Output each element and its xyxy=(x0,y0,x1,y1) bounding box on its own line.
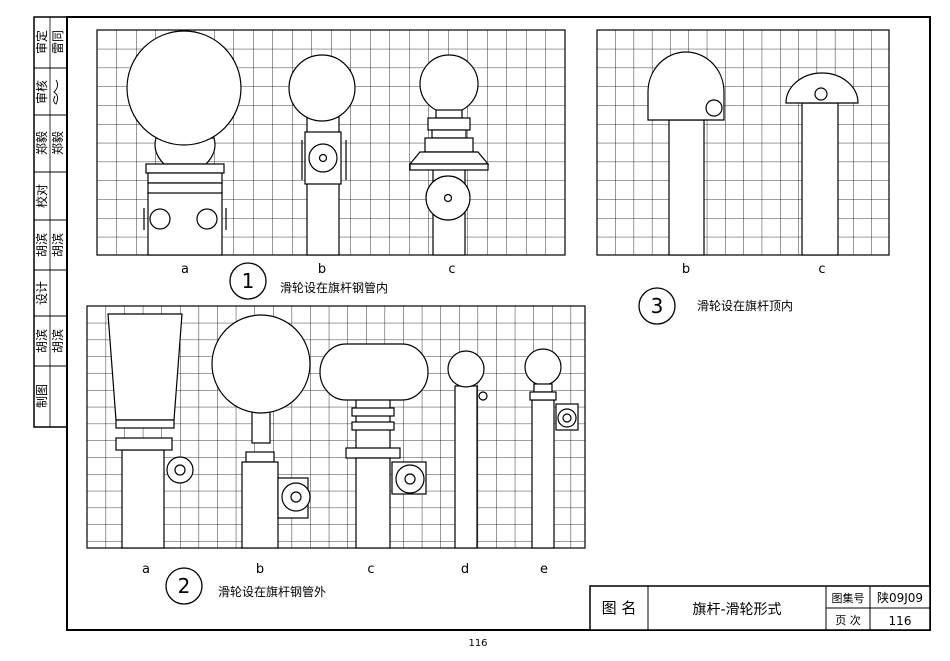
sidebar-role-6: 设计 xyxy=(35,281,49,305)
finial-3c xyxy=(785,72,859,256)
finial-2b xyxy=(211,314,311,549)
atlas-number: 陕09J09 xyxy=(877,590,923,605)
label-2c: c xyxy=(367,562,374,577)
finial-2d xyxy=(447,350,488,549)
group-number-2: 2 xyxy=(178,574,191,598)
group-caption-1: 滑轮设在旗杆钢管内 xyxy=(280,280,388,295)
drawing-title: 旗杆-滑轮形式 xyxy=(692,601,781,618)
group-number-1: 1 xyxy=(242,269,255,293)
sidebar-role-8: 制图 xyxy=(35,384,49,408)
figure-group-2: a b c d e 2 滑轮设在旗杆钢管外 xyxy=(86,305,586,605)
sidebar-role-2: 审核 xyxy=(34,80,49,104)
label-1c: c xyxy=(448,262,455,277)
sidebar-role-7: 胡滨 xyxy=(34,329,49,353)
label-2a: a xyxy=(142,562,150,577)
label-1a: a xyxy=(181,262,189,277)
finial-2a xyxy=(107,313,194,549)
page-label: 页 次 xyxy=(835,613,861,627)
group-number-circle-2 xyxy=(165,567,203,605)
label-3b: b xyxy=(682,262,690,277)
sidebar-role-4: 校对 xyxy=(34,184,49,208)
label-2b: b xyxy=(256,562,264,577)
figure-group-3: b c 3 滑轮设在旗杆顶内 xyxy=(596,29,890,325)
group-number-circle-1 xyxy=(229,262,267,300)
group-caption-2: 滑轮设在旗杆钢管外 xyxy=(218,584,326,599)
sidebar-name-3: 郑毅 xyxy=(50,131,65,155)
sidebar-role-3: 郑毅 xyxy=(34,131,49,155)
sidebar-name-7: 胡滨 xyxy=(50,329,65,353)
signature-1 xyxy=(53,79,59,105)
group-number-circle-3 xyxy=(638,287,676,325)
footer-page-number: 116 xyxy=(468,638,487,649)
figure-group-1: a b c 1 滑轮设在旗杆钢管内 xyxy=(96,29,566,300)
sidebar-role-1: 审定 xyxy=(34,30,49,54)
sidebar-name-5: 胡滨 xyxy=(50,233,65,257)
finial-2c xyxy=(319,343,429,549)
title-label-name: 图 名 xyxy=(602,599,637,617)
page-number: 116 xyxy=(889,614,912,628)
finial-2e xyxy=(524,348,579,549)
sidebar-role-5: 胡滨 xyxy=(34,233,49,257)
finial-1a xyxy=(126,30,242,256)
label-1b: b xyxy=(318,262,326,277)
sidebar-name-1: 雷同 xyxy=(51,30,65,54)
title-block: 图 名 旗杆-滑轮形式 图集号 陕09J09 页 次 116 xyxy=(589,585,931,631)
group-number-3: 3 xyxy=(651,294,664,318)
label-2e: e xyxy=(540,562,548,577)
approval-sidebar: 审定 雷同 审核 郑毅 郑毅 校对 胡滨 胡滨 设计 胡滨 胡滨 制图 xyxy=(33,16,68,428)
atlas-label: 图集号 xyxy=(832,591,865,605)
label-2d: d xyxy=(461,562,469,577)
finial-3b xyxy=(647,51,725,256)
group-caption-3: 滑轮设在旗杆顶内 xyxy=(697,298,793,313)
grid-panel-3 xyxy=(596,29,890,256)
finial-1c xyxy=(408,54,490,256)
finial-1b xyxy=(288,54,356,256)
label-3c: c xyxy=(818,262,825,277)
